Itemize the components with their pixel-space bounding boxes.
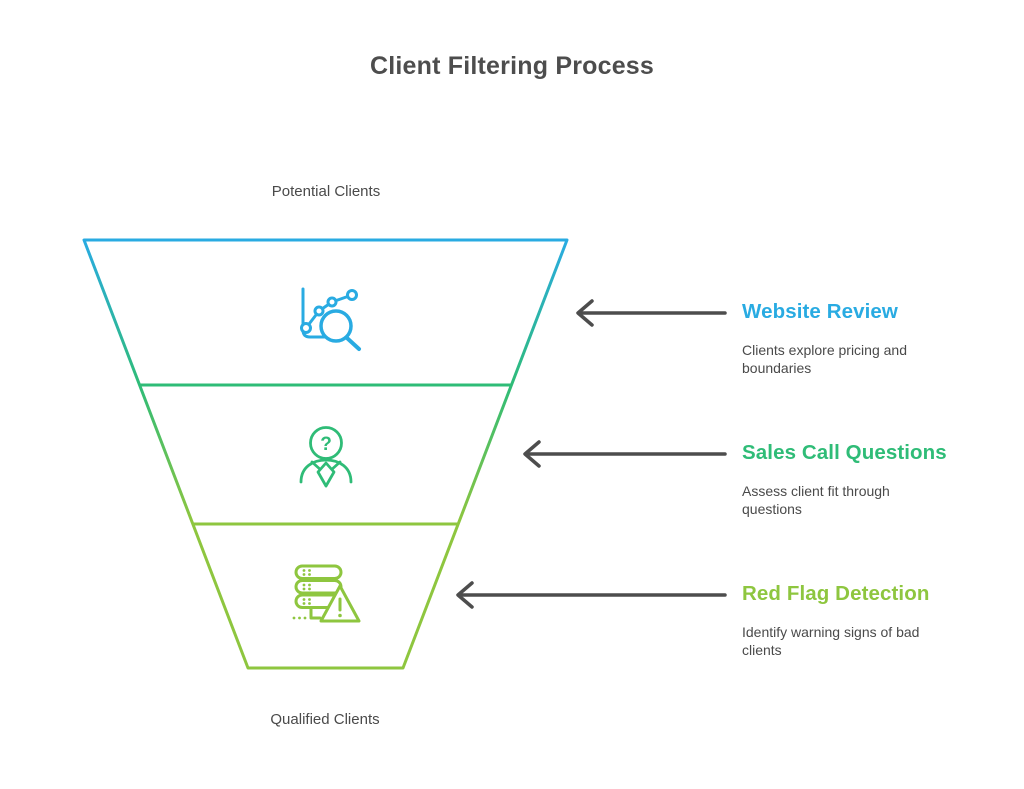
arrow-red-flag xyxy=(456,581,727,609)
stage-red-flag-detection: Red Flag Detection Identify warning sign… xyxy=(742,582,957,659)
arrow-website-review xyxy=(576,299,727,327)
svg-text:?: ? xyxy=(320,434,332,455)
question-mark-glyph: ? xyxy=(320,434,332,455)
page-title: Client Filtering Process xyxy=(369,52,655,80)
stage-description: Identify warning signs of bad clients xyxy=(742,623,920,658)
stage-website-review: Website Review Clients explore pricing a… xyxy=(742,300,957,377)
funnel-top-label: Potential Clients xyxy=(271,183,381,200)
stage-heading: Red Flag Detection xyxy=(742,582,930,605)
server-led-dots xyxy=(292,569,311,620)
arrow-sales-call xyxy=(523,440,727,468)
stage-description: Assess client fit through questions xyxy=(742,482,890,517)
stage-heading: Website Review xyxy=(742,300,898,323)
stage-description: Clients explore pricing and boundaries xyxy=(742,341,907,376)
stage-arrows xyxy=(456,299,727,609)
stage-heading: Sales Call Questions xyxy=(742,441,947,464)
funnel-bottom-label: Qualified Clients xyxy=(270,711,380,728)
person-question-icon: ? xyxy=(299,426,353,488)
chart-search-icon xyxy=(300,287,361,351)
stage-sales-call-questions: Sales Call Questions Assess client fit t… xyxy=(742,441,957,518)
server-warning-icon xyxy=(292,564,361,623)
